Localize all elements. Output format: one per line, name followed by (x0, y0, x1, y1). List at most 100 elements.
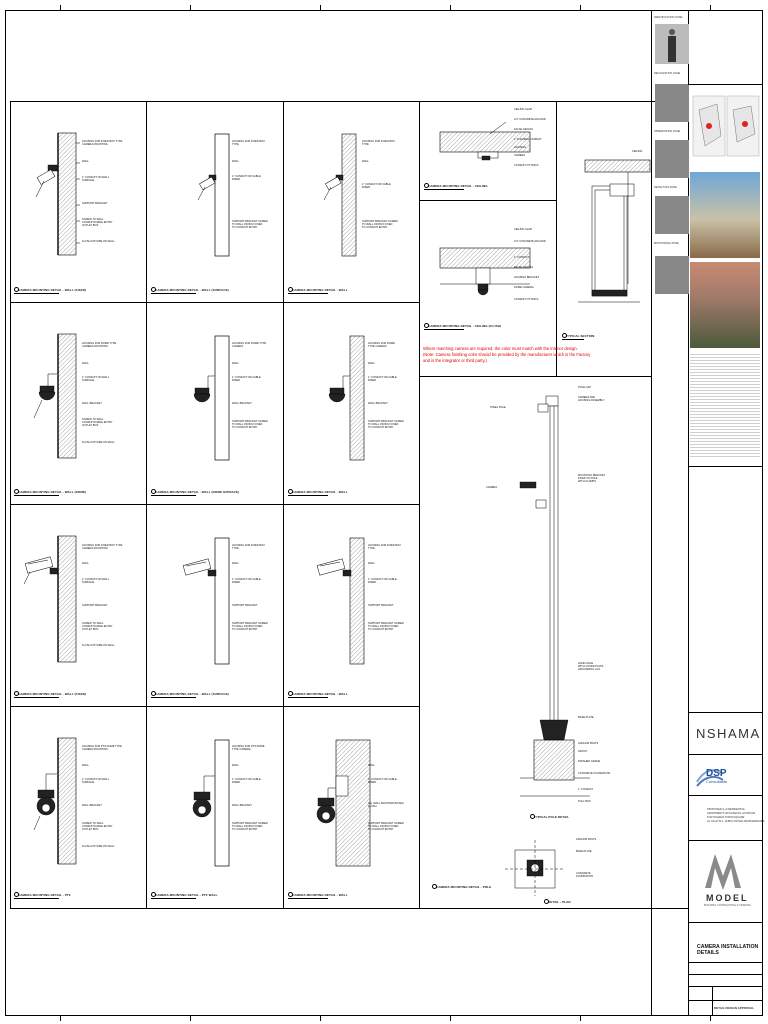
detail-wall-box-1 (35, 132, 80, 256)
note-block: CAMERA AND HOUSING ASSEMBLY (578, 396, 605, 403)
note-block: FINISHED GRADE (578, 760, 601, 763)
note-block: 1" CONDUIT OR CABLE RISER (232, 578, 261, 585)
drawing-status: DETAIL DESIGN APPROVAL (714, 1006, 755, 1010)
detail-ceiling-2 (439, 247, 531, 296)
zone-thumbnail (655, 196, 689, 234)
note-block: WALL (232, 764, 239, 767)
detail-section-box (578, 159, 651, 303)
note-block: 1" CONDUIT (578, 788, 593, 791)
note-block: SUPPORT BRACKET SCREW TO WALL OR BOX FIX… (368, 420, 404, 430)
note-block: WALL (232, 160, 239, 163)
note-block: STEEL POLE (490, 406, 506, 409)
note-block: GROUT (578, 750, 588, 753)
note-block: WALL (82, 764, 89, 767)
project-line: FOR NSHAMA TOWN SQUARE (707, 816, 745, 819)
note-block: HOUSING FOR FIXED BOX TYPE (362, 140, 395, 147)
note-block: WALL (82, 562, 89, 565)
red-note-line: Where matching camera are required, the … (423, 346, 578, 351)
note-block: HOUSING FOR FIXED BOX TYPE CAMERA MOUNTI… (82, 544, 123, 551)
note-block: WALL BRACKET (82, 804, 102, 807)
caption: CAMERA MOUNTING DETAIL - WALL (288, 489, 348, 494)
note-block: POLE CAP (578, 386, 591, 389)
note-block: BASE PLATE (578, 716, 594, 719)
zone-thumbnail (655, 84, 689, 122)
building-render-1 (690, 172, 760, 258)
note-block: WALL (368, 562, 375, 565)
caption: CAMERA MOUNTING DETAIL - WALL (SURFACE) (151, 287, 229, 292)
note-block: CONCRETE FOUNDATION (578, 772, 611, 775)
note-block: WALL BRACKET (232, 804, 252, 807)
project-line: PROPOSED G+9 RESIDENTIAL (707, 808, 746, 811)
note-block: 1/4" CONCRETE ANCHOR (514, 240, 546, 243)
note-block: SUPPORT BRACKET SCREW TO WALL OR BOX FIX… (232, 220, 268, 230)
caption: CAMERA MOUNTING DETAIL - PTZ WALL (151, 892, 218, 897)
note-block: ALL WALL MOUNTED BOXES FLUSH (368, 802, 404, 809)
note-block: 1" CONDUIT ON WALL SURFACE (82, 778, 110, 785)
drawing-title: CAMERA INSTALLATION DETAILS (697, 944, 759, 956)
project-line: AL YALAYIS 1, DUBAI UNITED ARAB EMIRATES (707, 820, 765, 823)
note-block: SUPPORT BRACKET SCREW TO WALL OR BOX FIX… (368, 822, 404, 832)
note-block: SUPPORT BRACKET (368, 604, 394, 607)
caption: TYPICAL SECTION (561, 333, 595, 338)
note-block: HOUSING FOR FIXED BOX TYPE CAMERA MOUNTI… (82, 140, 123, 147)
note-block: WALL (232, 362, 239, 365)
note-block: SCREW TO WALL CONDUIT/CABLE ENTRY OUTLET… (82, 418, 113, 428)
person-figure (668, 29, 676, 62)
detail-pole-plan (505, 840, 565, 896)
note-block: HAND HOLE WITH COVER PLATE GROUNDING LUG (578, 662, 604, 672)
note-block: CEILING SLAB (514, 228, 532, 231)
note-block: HOUSING FOR FIXED BOX TYPE (232, 140, 265, 147)
caption: CAMERA MOUNTING DETAIL - WALL (DOME) (13, 489, 87, 494)
detail-wall-dome-1 (33, 333, 77, 459)
note-block: DOME CAMERA (514, 286, 534, 289)
zone-thumbnail (655, 256, 689, 294)
note-block: CEILING (632, 150, 643, 153)
note-block: FLUSH FIXTURE ON WALL (82, 240, 115, 243)
note-block: WALL (82, 160, 89, 163)
note-block: WALL (232, 562, 239, 565)
note-block: FLUSH FIXTURE ON WALL (82, 644, 115, 647)
note-block: SUPPORT BRACKET SCREW TO WALL OR BOX FIX… (362, 220, 398, 230)
note-block: 1" CONDUIT ON WALL SURFACE (82, 176, 110, 183)
note-block: CONDUIT FITTINGS (514, 298, 539, 301)
caption: CAMERA MOUNTING DETAIL - WALL (FIXED) (13, 287, 87, 292)
caption: CAMERA MOUNTING DETAIL - WALL (288, 287, 348, 292)
note-block: WALL BRACKET (82, 402, 102, 405)
caption: CAMERA MOUNTING DETAIL - PTZ (14, 892, 71, 897)
contractor-logo-icon (705, 854, 741, 890)
note-block: WALL (82, 362, 89, 365)
note-block: 1" CONDUIT OR CABLE RISER (368, 578, 397, 585)
caption: CAMERA MOUNTING DETAIL - CEILING (FLUSH) (423, 323, 502, 328)
note-block: 1" CONDUIT ON WALL SURFACE (82, 578, 110, 585)
note-block: 1" CONDUIT OR CABLE RISER (362, 183, 391, 190)
note-block: HOUSING FOR DOME TYPE CAMERA (232, 342, 267, 349)
detail-wall-dome-3 (328, 335, 365, 461)
note-block: PULL BOX (578, 800, 591, 803)
note-block: HOUSING (514, 146, 527, 149)
note-block: FALSE CEILING (514, 128, 534, 131)
note-block: FALSE CEILING (514, 266, 534, 269)
zone-label: RECOGNITION ZONE (654, 72, 681, 75)
note-block: 1" CONDUIT OR CABLE RISER (232, 376, 261, 383)
caption: CAMERA MOUNTING DETAIL - POLE (431, 884, 492, 889)
note-block: BASE PLATE (576, 850, 592, 853)
note-block: SUPPORT BRACKET (82, 604, 108, 607)
caption: CAMERA MOUNTING DETAIL - WALL (288, 691, 348, 696)
note-block: HOUSING FOR PTZ DOME TYPE CAMERA MOUNTIN… (82, 745, 122, 752)
note-block: 1/4" CONCRETE ANCHOR (514, 118, 546, 121)
caption: TYPICAL POLE DETAIL (529, 814, 570, 819)
note-block: CONCRETE FOUNDATION (576, 872, 593, 879)
note-block: WALL (368, 764, 375, 767)
detail-wall-box-3 (323, 133, 357, 257)
caption: CAMERA MOUNTING DETAIL - WALL (DOME SURF… (150, 489, 240, 494)
note-block: SCREW TO WALL CONDUIT/CABLE ENTRY OUTLET… (82, 218, 113, 228)
note-block: SUPPORT BRACKET SCREW TO WALL OR BOX FIX… (232, 622, 268, 632)
zone-label: OBSERVATION ZONE (654, 130, 681, 133)
zone-label: DETECTION ZONE (654, 186, 677, 189)
detail-wall-bullet-3 (316, 537, 365, 665)
note-block: CONDUIT FITTINGS (514, 164, 539, 167)
note-block: WALL (368, 362, 375, 365)
contractor-logo: MODEL (706, 893, 749, 903)
note-block: FLUSH FIXTURE ON WALL (82, 845, 115, 848)
note-block: 1" CONDUIT OR CABLE RISER (232, 778, 261, 785)
